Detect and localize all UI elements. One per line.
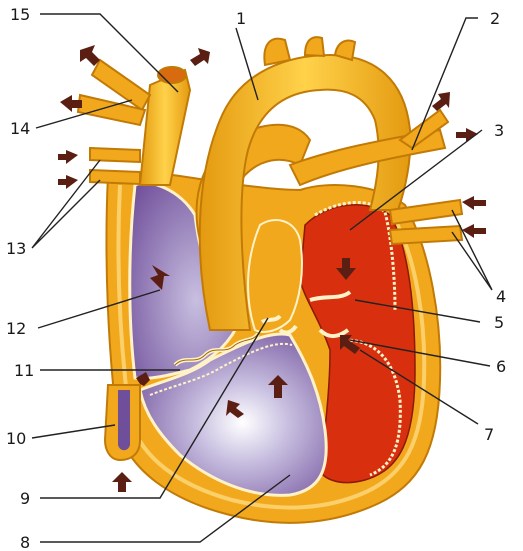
label-13: 13 bbox=[6, 239, 26, 258]
arrow-icon bbox=[462, 196, 486, 210]
label-1: 1 bbox=[236, 9, 246, 28]
label-14: 14 bbox=[10, 119, 30, 138]
label-12: 12 bbox=[6, 319, 26, 338]
label-7: 7 bbox=[484, 425, 494, 444]
label-2: 2 bbox=[490, 9, 500, 28]
label-15: 15 bbox=[10, 5, 30, 24]
arrow-icon bbox=[190, 48, 210, 66]
arrow-icon bbox=[80, 45, 100, 66]
label-6: 6 bbox=[496, 357, 506, 376]
label-11: 11 bbox=[14, 361, 34, 380]
label-9: 9 bbox=[20, 489, 30, 508]
arrow-icon bbox=[58, 150, 78, 164]
label-4: 4 bbox=[496, 287, 506, 306]
label-10: 10 bbox=[6, 429, 26, 448]
arrow-icon bbox=[112, 472, 132, 492]
arrow-icon bbox=[58, 175, 78, 189]
superior-vena-cava bbox=[140, 70, 190, 185]
label-3: 3 bbox=[494, 121, 504, 140]
label-5: 5 bbox=[494, 313, 504, 332]
label-8: 8 bbox=[20, 533, 30, 551]
